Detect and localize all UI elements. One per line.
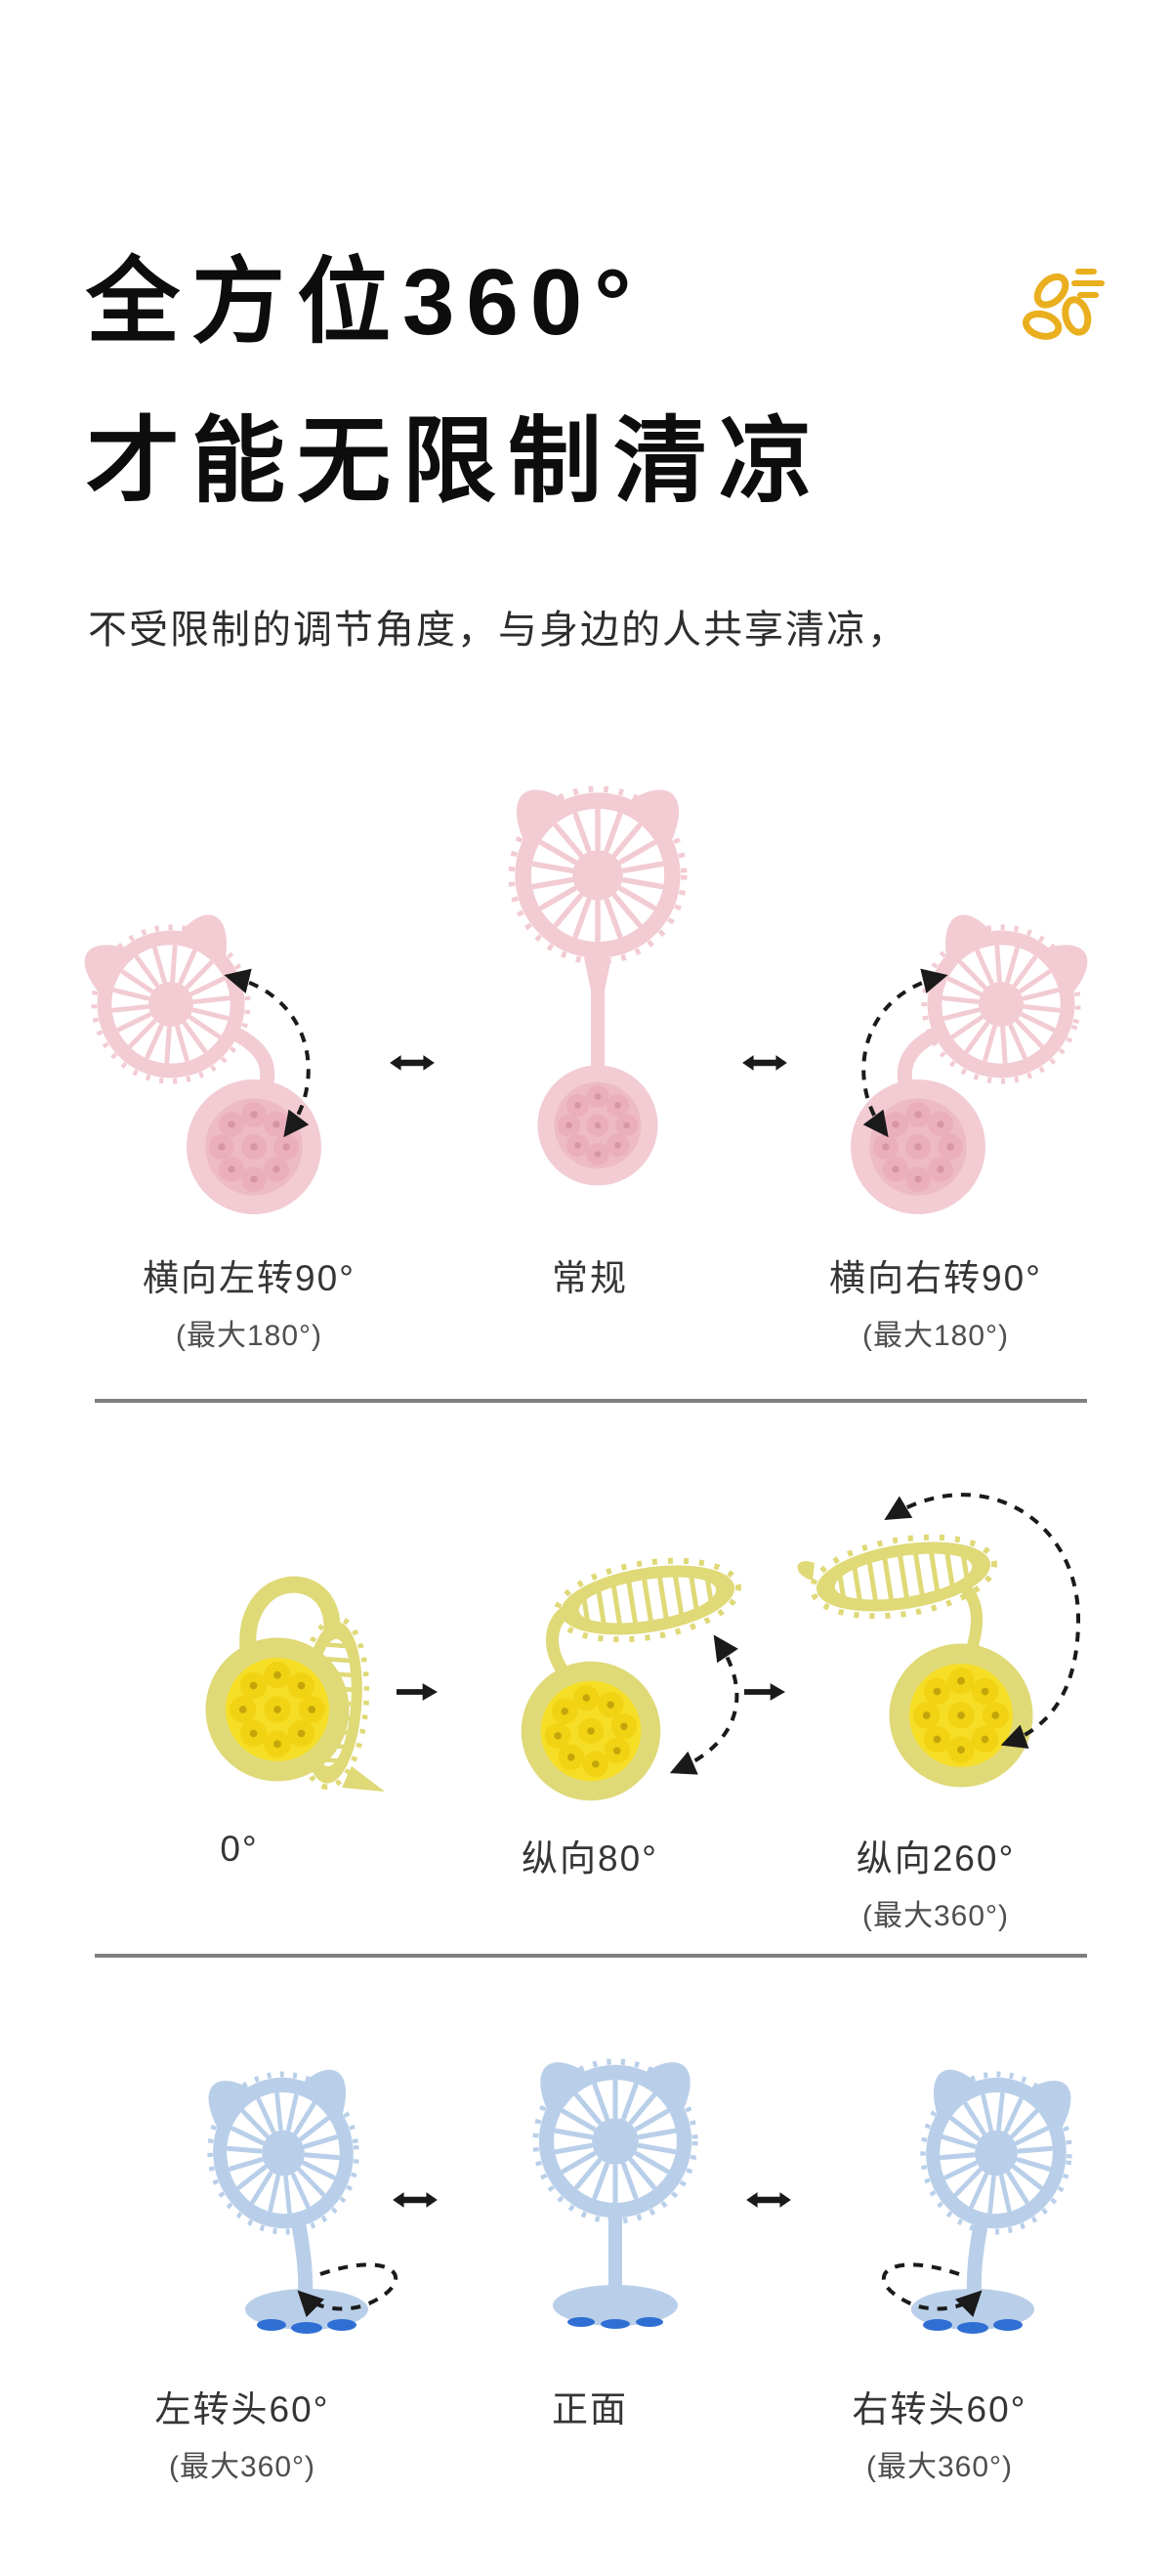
title-line-2: 才能无限制清凉 xyxy=(86,409,824,515)
pink-fan-bent-right-illustration xyxy=(851,907,1111,1214)
caption-subtext: (最大360°) xyxy=(865,2451,1014,2483)
left-right-double-arrow-icon xyxy=(742,1055,787,1071)
dashed-rotation-arrow xyxy=(861,968,948,1138)
caption-text: 横向右转90° xyxy=(829,1258,1042,1298)
caption-subtext: (最大180°) xyxy=(175,1320,323,1352)
figure-caption: 右转头60° (最大360°) xyxy=(764,2380,1115,2485)
left-right-double-arrow-icon xyxy=(390,1055,435,1071)
caption-subtext: (最大360°) xyxy=(168,2451,316,2483)
caption-text: 左转头60° xyxy=(154,2389,330,2429)
subtitle: 不受限制的调节角度，与身边的人共享清凉， xyxy=(88,609,908,652)
section-divider xyxy=(95,1399,1087,1403)
caption-text: 纵向80° xyxy=(522,1838,658,1879)
left-right-double-arrow-icon xyxy=(393,2192,438,2208)
page-title: 全方位360° 才能无限制清凉 xyxy=(86,223,824,541)
dashed-rotation-arrow xyxy=(297,2262,398,2318)
section-divider xyxy=(95,1954,1087,1958)
title-line-1: 全方位360° xyxy=(86,250,644,355)
caption-subtext: (最大180°) xyxy=(861,1320,1010,1352)
yellow-fan-folded-illustration xyxy=(205,1576,385,1810)
figure-caption: 横向右转90° (最大180°) xyxy=(760,1248,1111,1354)
pink-fan-bent-left-illustration xyxy=(61,907,321,1214)
figure-caption: 左转头60° (最大360°) xyxy=(66,2380,418,2485)
left-right-double-arrow-icon xyxy=(746,2192,791,2208)
dashed-rotation-arrow xyxy=(881,2262,983,2318)
dashed-rotation-arrow xyxy=(669,1634,739,1775)
caption-text: 常规 xyxy=(552,1258,628,1298)
figure-caption: 横向左转90° (最大180°) xyxy=(73,1248,425,1354)
figure-caption: 纵向260° (最大360°) xyxy=(760,1829,1111,1934)
dashed-rotation-arrow xyxy=(884,1493,1081,1749)
caption-subtext: (最大360°) xyxy=(861,1900,1010,1932)
caption-text: 右转头60° xyxy=(852,2389,1027,2429)
figure-caption: 0° xyxy=(63,1829,415,1870)
caption-text: 纵向260° xyxy=(856,1838,1016,1879)
figure-caption: 正面 xyxy=(414,2380,766,2432)
caption-text: 0° xyxy=(220,1829,259,1869)
fan-propeller-logo-icon xyxy=(1022,269,1105,340)
blue-stand-fan-right-illustration xyxy=(881,2059,1121,2334)
pink-fan-upright-illustration xyxy=(467,772,729,1186)
caption-text: 横向左转90° xyxy=(143,1258,356,1298)
right-arrow-icon xyxy=(744,1683,785,1701)
figure-caption: 纵向80° xyxy=(414,1829,766,1881)
blue-stand-fan-left-illustration xyxy=(158,2059,398,2334)
figure-caption: 常规 xyxy=(414,1248,766,1301)
caption-text: 正面 xyxy=(552,2389,628,2429)
dashed-rotation-arrow xyxy=(224,968,311,1138)
yellow-fan-tilt-80-illustration xyxy=(512,1526,767,1810)
right-arrow-icon xyxy=(397,1683,438,1701)
blue-stand-fan-front-illustration xyxy=(493,2049,737,2329)
yellow-fan-tilt-260-illustration xyxy=(797,1493,1081,1788)
